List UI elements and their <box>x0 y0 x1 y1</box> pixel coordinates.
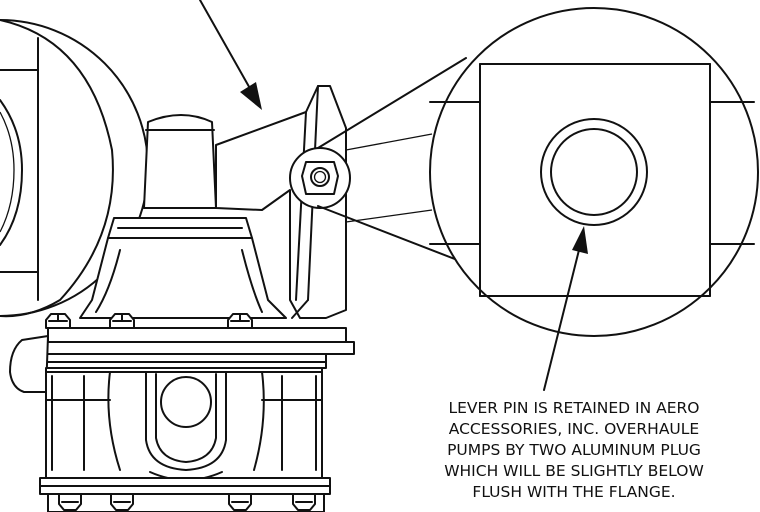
aluminum-plug-outer <box>540 118 648 226</box>
note-line-2: ACCESSORIES, INC. OVERHAULE <box>448 420 700 438</box>
plug-callout-arrow <box>543 226 588 391</box>
top-pointer-arrow <box>199 0 262 110</box>
pin-detail-view <box>429 7 759 337</box>
detail-callout-lines <box>317 57 479 269</box>
note-line-4: WHICH WILL BE SLIGHTLY BELOW <box>444 462 704 480</box>
aluminum-plug-inner <box>550 128 638 216</box>
note-line-5: FLUSH WITH THE FLANGE. <box>472 483 676 501</box>
top-screws <box>45 313 253 329</box>
note-line-3: PUMPS BY TWO ALUMINUM PLUG <box>447 441 701 459</box>
fuel-pump-body <box>9 85 355 512</box>
bottom-screws <box>58 493 316 511</box>
lever-pin-note: LEVER PIN IS RETAINED IN AERO ACCESSORIE… <box>384 398 760 503</box>
note-line-1: LEVER PIN IS RETAINED IN AERO <box>448 399 700 417</box>
